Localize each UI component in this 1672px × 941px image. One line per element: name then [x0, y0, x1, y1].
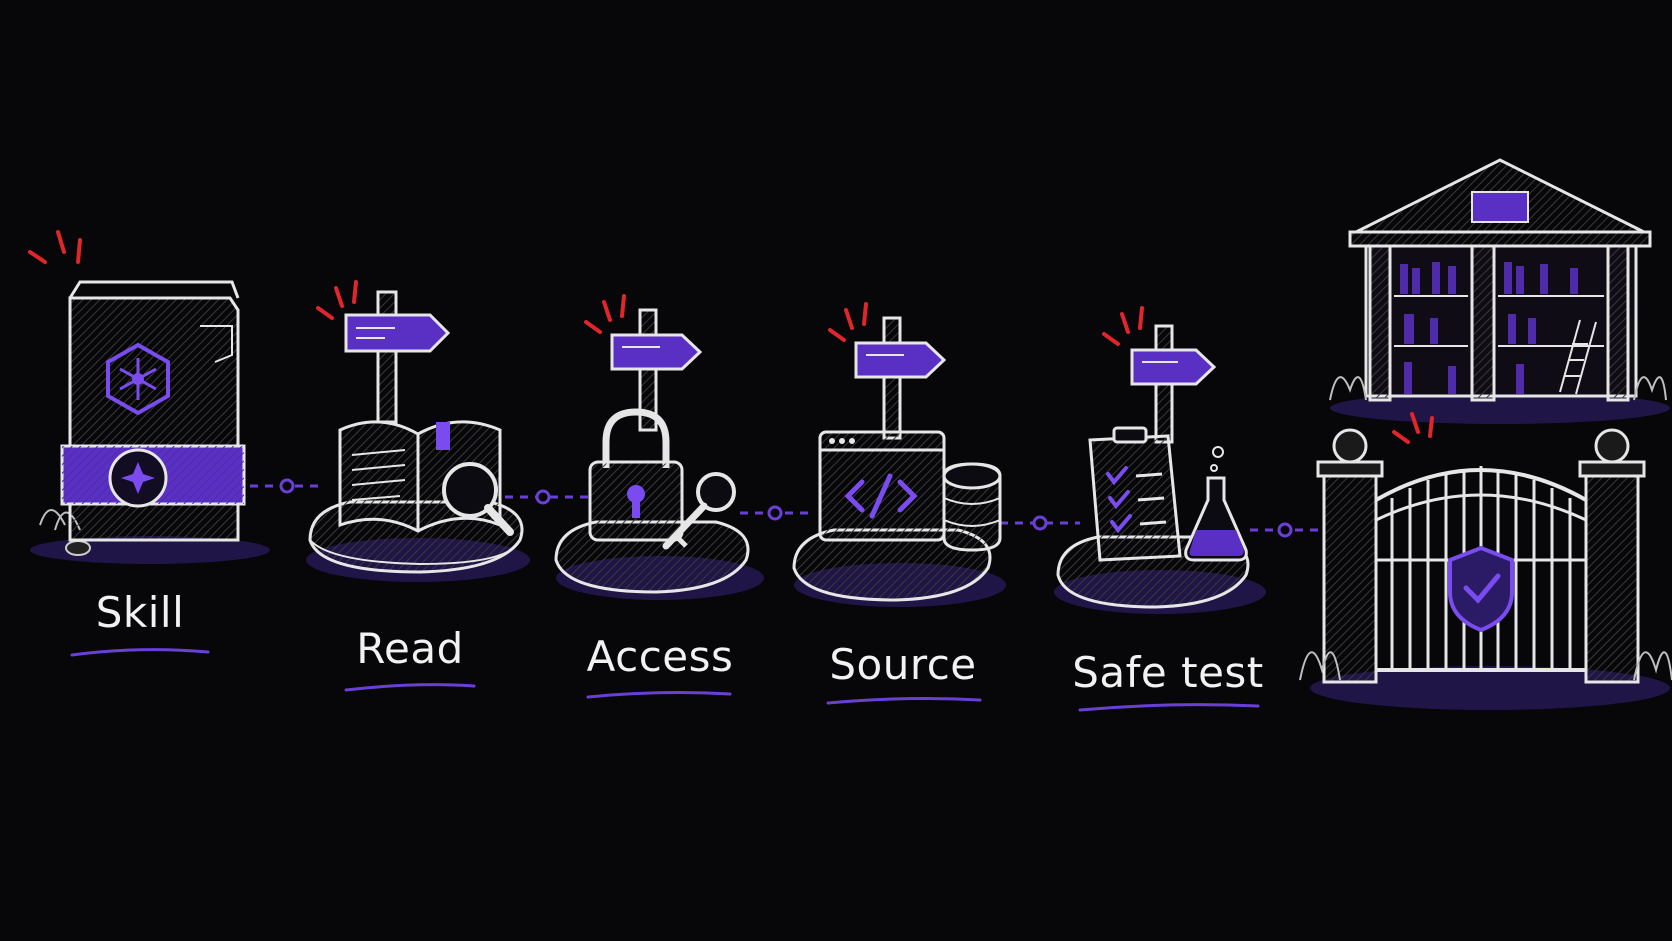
- connector-source-safetest: [1000, 515, 1080, 531]
- step-label-access: Access: [586, 632, 734, 681]
- step-label-read: Read: [356, 624, 464, 673]
- connector-skill-read: [250, 478, 320, 494]
- open-book-magnifier-icon: [306, 280, 530, 582]
- padlock-key-icon: [554, 294, 764, 600]
- skill-book-icon: [28, 230, 270, 564]
- step-label-source: Source: [829, 640, 977, 689]
- connector-safetest-gate: [1250, 522, 1320, 538]
- connector-read-access: [505, 489, 588, 505]
- library-gate-shield-icon: [1299, 158, 1672, 710]
- label-underlines: [70, 648, 1260, 712]
- step-label-skill: Skill: [95, 588, 185, 637]
- checklist-flask-icon: [1054, 306, 1266, 614]
- connector-access-source: [740, 505, 815, 521]
- step-label-safe-test: Safe test: [1072, 648, 1264, 697]
- code-window-database-icon: [792, 302, 1006, 607]
